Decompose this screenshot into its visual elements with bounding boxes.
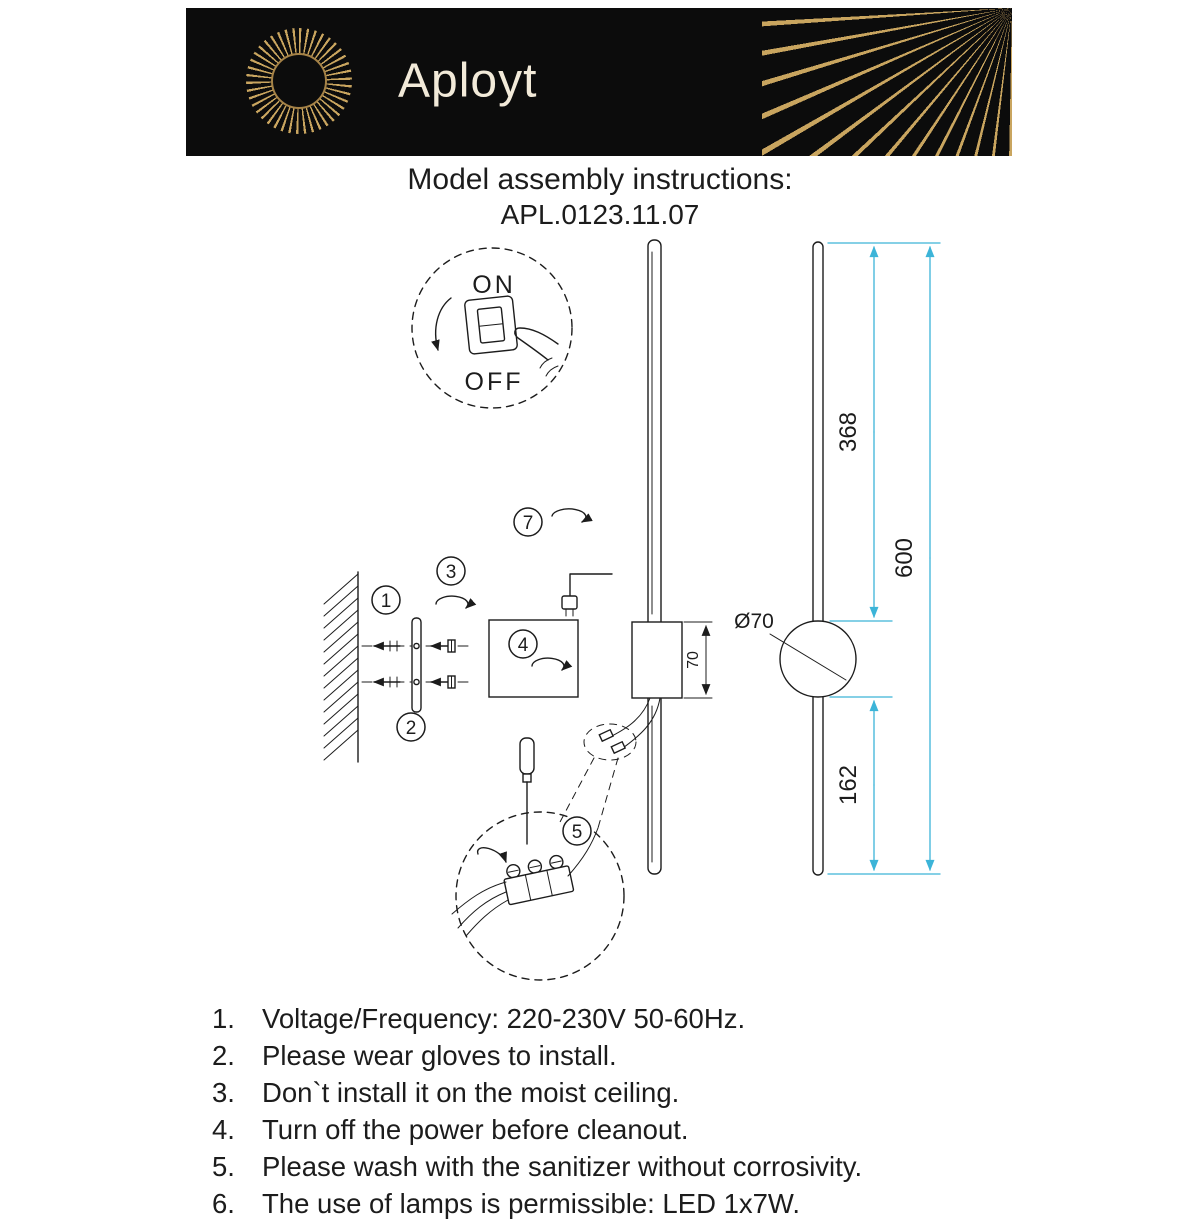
rotate-arrow-icon [551,508,593,523]
callout-5-circle [562,816,592,846]
wall-cup [779,620,857,698]
callout-2-number: 2 [406,718,417,739]
depth-dim-label: 70 [685,651,702,669]
instruction-number: 1. [212,1003,235,1034]
brand-header: Aployt [186,8,1012,156]
tighten-arrow-icon [531,657,573,671]
instruction-item: 6. The use of lamps is permissible: LED … [212,1188,1092,1225]
diameter-dim-label: Ø70 [734,610,774,633]
callout-4-number: 4 [518,635,529,656]
screwdriver-icon [519,737,535,845]
instruction-text: Don`t install it on the moist ceiling. [262,1077,680,1108]
instruction-number: 3. [212,1077,235,1108]
brand-logo-text: Aployt [398,54,538,108]
upper-length-dim-label: 368 [835,412,862,452]
wall-hatching [323,573,359,761]
instruction-number: 6. [212,1188,235,1219]
total-length-dim-label: 600 [891,538,918,578]
switch-off-label: OFF [465,368,524,396]
callout-3-number: 3 [446,562,457,583]
wall-anchor-bottom [372,676,401,688]
instruction-item: 1. Voltage/Frequency: 220-230V 50-60Hz. [212,1003,1092,1040]
instruction-text: Turn off the power before cleanout. [262,1114,689,1145]
instruction-item: 2. Please wear gloves to install. [212,1040,1092,1077]
wall-anchor-top [372,640,401,652]
switch-on-label: ON [472,271,516,299]
instruction-text: The use of lamps is permissible: LED 1x7… [262,1188,800,1219]
detail-circle [455,811,625,981]
callout-7-number: 7 [523,513,534,534]
instruction-text: Please wash with the sanitizer without c… [262,1151,863,1182]
mount-bracket [631,621,683,699]
sunburst-core [271,53,327,109]
wall-mounting-view: 1 2 3 [323,556,477,763]
supply-wires [451,827,599,937]
instruction-item: 3. Don`t install it on the moist ceiling… [212,1077,1092,1114]
screw-bottom [429,675,456,689]
step4-bracket-box: 4 [488,619,579,698]
instruction-item: 4. Turn off the power before cleanout. [212,1114,1092,1151]
page-title: Model assembly instructions: [407,163,793,196]
screw-rotate-arrow-icon [435,595,477,609]
assembly-diagram: ON OFF 7 [323,239,941,981]
callout-4-circle [508,629,538,659]
dimension-lines [827,242,941,875]
power-cord [561,573,613,617]
lamp-side-view: 70 [559,239,713,875]
instruction-number: 4. [212,1114,235,1145]
terminal-block [503,854,575,906]
rocker-switch-icon [464,295,518,355]
rays-decoration-icon [762,8,1012,156]
instruction-text: Voltage/Frequency: 220-230V 50-60Hz. [262,1003,746,1034]
mounting-plate [411,617,422,713]
hand-icon [514,327,559,377]
sunburst-logo-icon [246,28,352,134]
instruction-text: Please wear gloves to install. [262,1040,617,1071]
diameter-leader [769,633,847,681]
switch-detail-bubble: ON OFF [411,247,573,409]
bracket-depth-dimension: 70 [683,621,713,699]
callout-1-number: 1 [381,591,392,612]
instruction-number: 2. [212,1040,235,1071]
lower-length-dim-label: 162 [835,765,862,805]
callout-2-circle [396,712,426,742]
instruction-number: 5. [212,1151,235,1182]
terminal-rotate-arrow-icon [476,846,507,864]
wiring-detail-bubble: 5 [451,737,625,981]
flip-arrow-icon [431,297,452,352]
instruction-item: 5. Please wash with the sanitizer withou… [212,1151,1092,1188]
instructions-list: 1. Voltage/Frequency: 220-230V 50-60Hz. … [212,1003,1092,1225]
instruction-sheet: Aployt Model assembly instructions: APL.… [186,8,1012,1219]
screw-top [429,639,456,653]
bracket-wires [559,697,661,829]
callout-5-number: 5 [572,822,583,843]
model-number: APL.0123.11.07 [500,199,700,230]
step7-callout: 7 [513,507,593,537]
callout-3-circle [436,556,466,586]
detail-circle [411,247,573,409]
callout-1-circle [371,585,401,615]
lamp-front-view: Ø70 368 162 600 [734,241,941,876]
